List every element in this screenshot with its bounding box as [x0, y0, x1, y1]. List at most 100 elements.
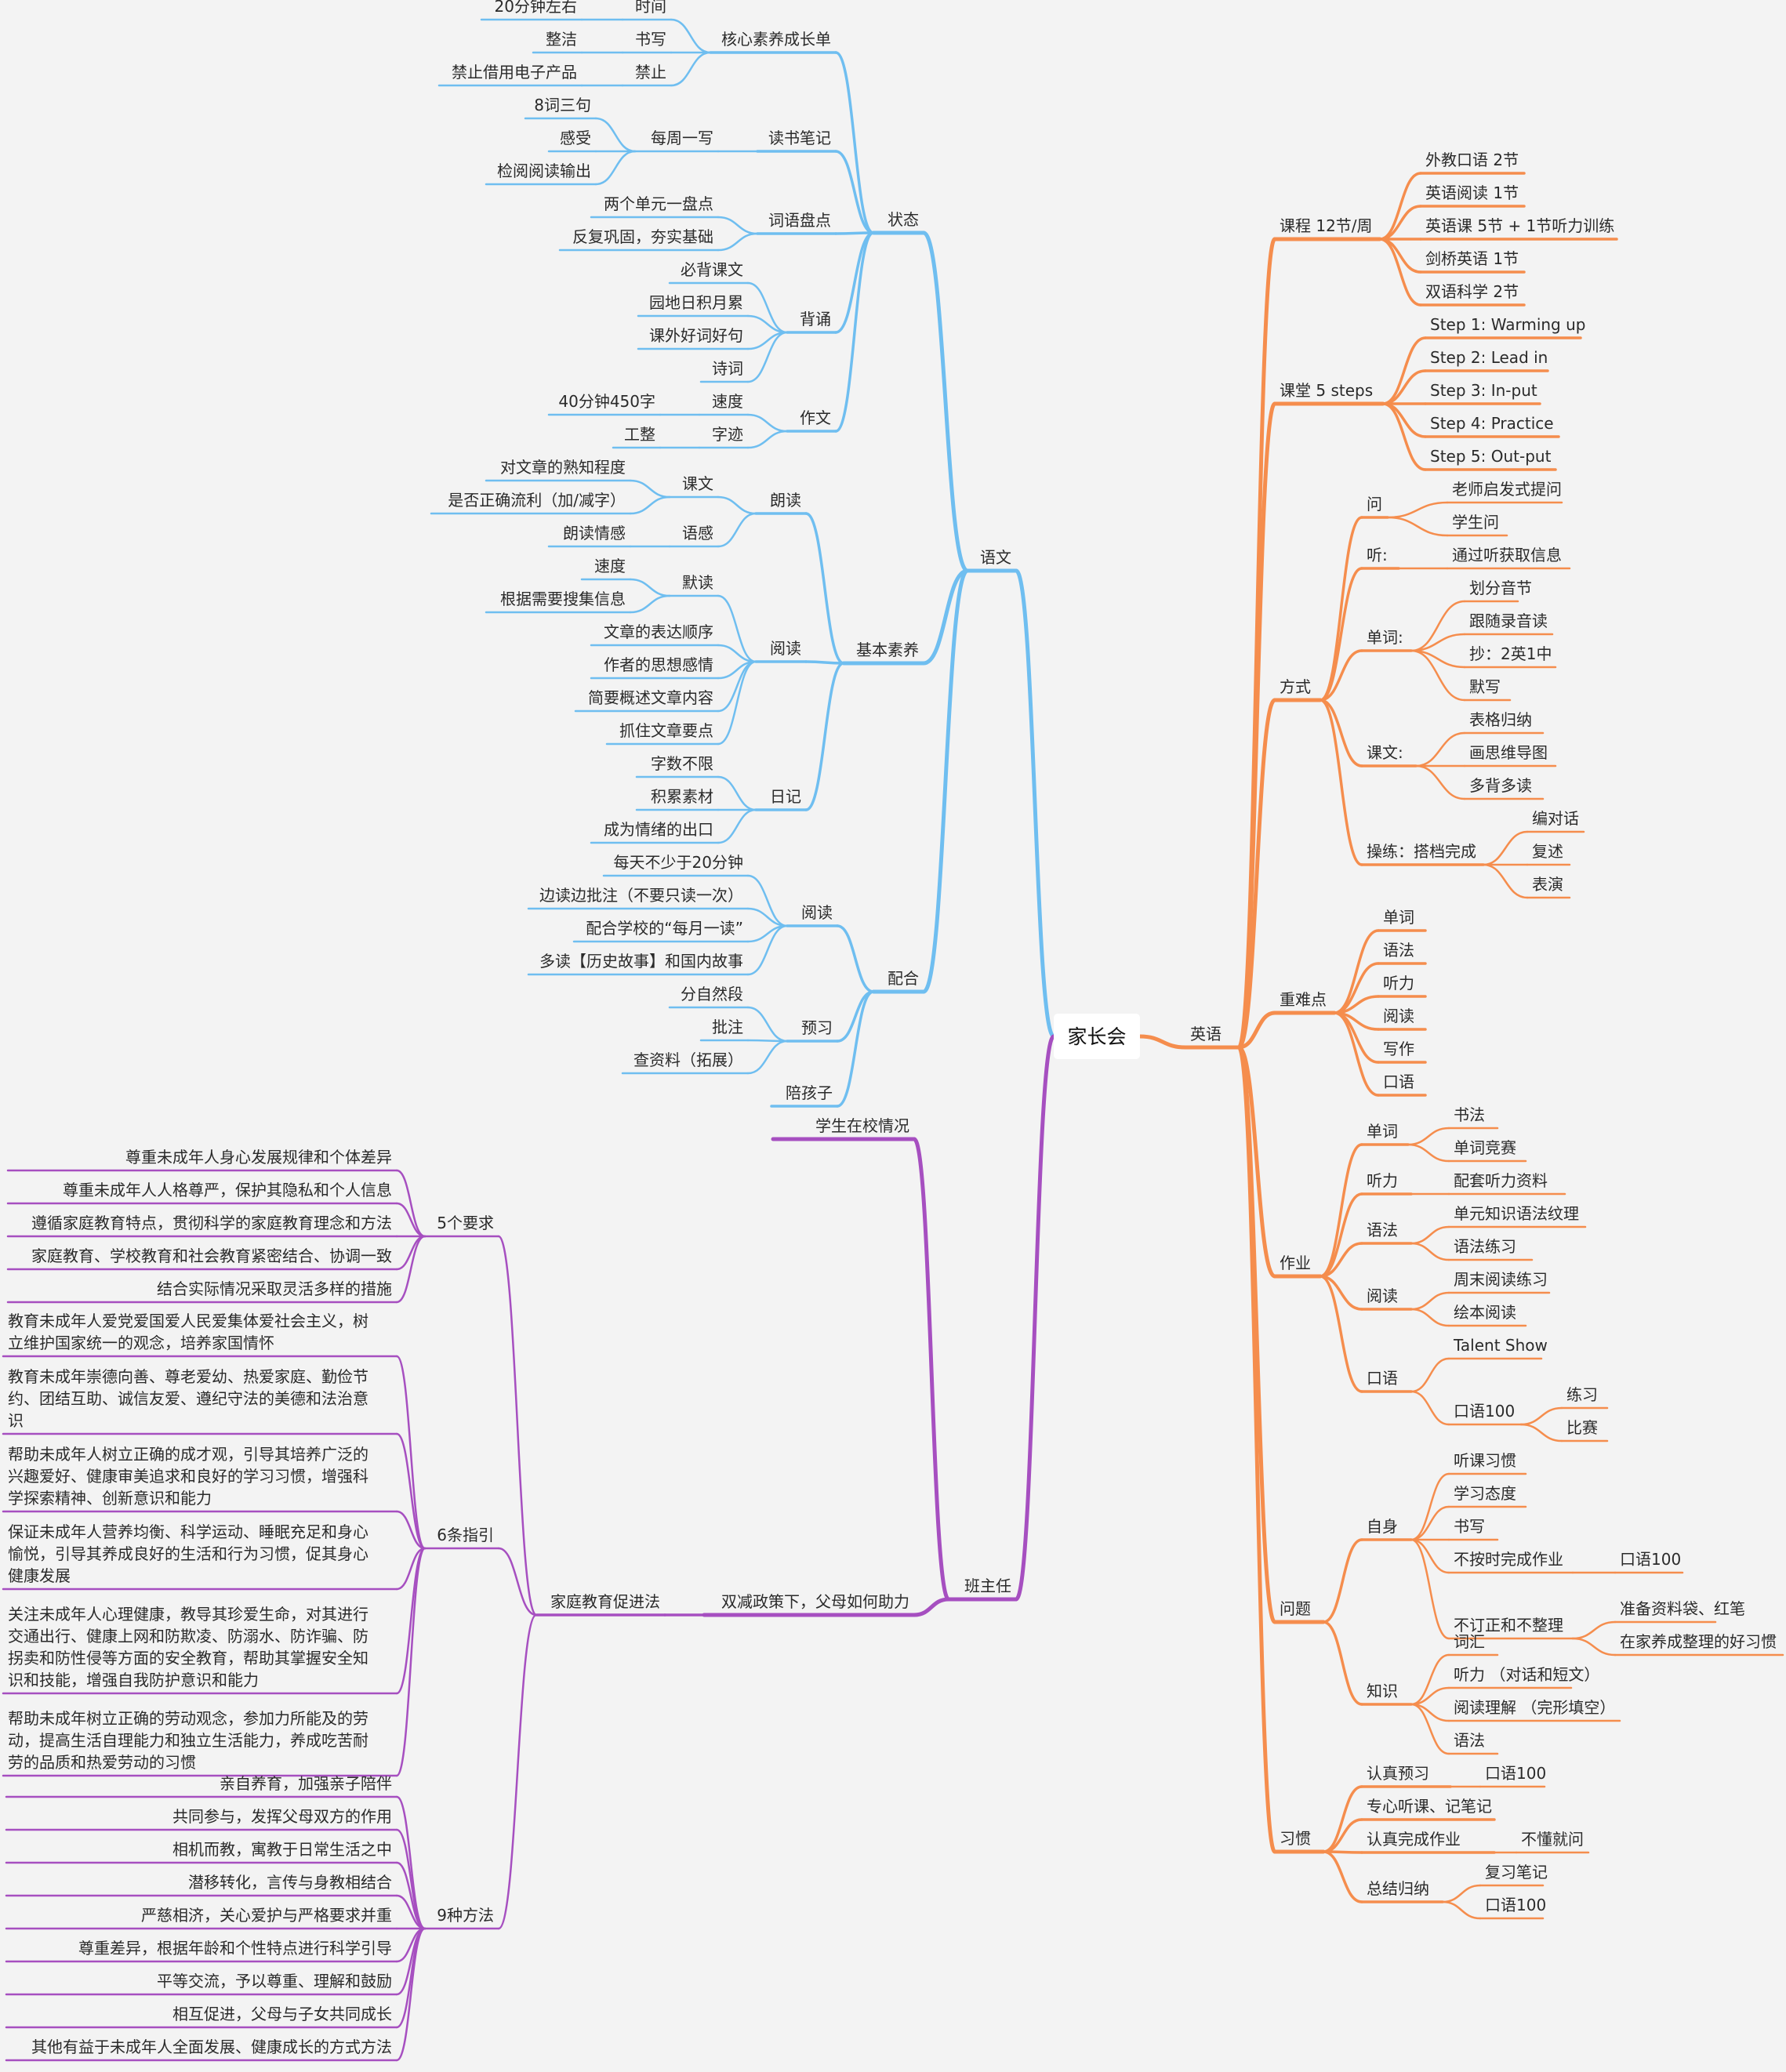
topic-1-1-0-2-4[interactable]: 严慈相济，关心爱护与严格要求并重 [141, 1906, 392, 1925]
topic-0-0-0[interactable]: 核心素养成长单 [721, 30, 831, 49]
topic-2-2-2[interactable]: 单词: [1367, 628, 1403, 647]
topic-2-6-3-1[interactable]: 口语100 [1485, 1896, 1546, 1914]
topic-2-4-3[interactable]: 阅读 [1367, 1286, 1398, 1305]
topic-1-1-0-0-3[interactable]: 家庭教育、学校教育和社会教育紧密结合、协调一致 [31, 1246, 392, 1265]
topic-2-2-0-1[interactable]: 学生问 [1452, 513, 1499, 532]
topic-2-6[interactable]: 习惯 [1280, 1829, 1311, 1848]
topic-0-0-3-1[interactable]: 园地日积月累 [649, 293, 743, 312]
topic-2-5-1-3[interactable]: 语法 [1454, 1731, 1485, 1750]
topic-2-2-3[interactable]: 课文: [1367, 743, 1403, 762]
topic-0-1-2-2[interactable]: 成为情绪的出口 [604, 820, 713, 839]
topic-0-0-4-0-0[interactable]: 40分钟450字 [558, 392, 655, 411]
topic-0-0-0-0-0[interactable]: 20分钟左右 [495, 0, 577, 16]
topic-2-2-0-0[interactable]: 老师启发式提问 [1452, 480, 1562, 499]
topic-0-1-1-2[interactable]: 作者的思想感情 [604, 655, 713, 674]
topic-2-4-3-0[interactable]: 周末阅读练习 [1454, 1270, 1548, 1289]
topic-1-1-0-0-1[interactable]: 尊重未成年人人格尊严，保护其隐私和个人信息 [63, 1181, 392, 1199]
topic-2-4-4[interactable]: 口语 [1367, 1369, 1398, 1388]
topic-0-0-4-1-0[interactable]: 工整 [624, 425, 655, 444]
topic-2-0-0[interactable]: 外教口语 2节 [1425, 151, 1519, 169]
topic-2-4-2-1[interactable]: 语法练习 [1454, 1237, 1516, 1256]
topic-0-1-0-0[interactable]: 课文 [682, 474, 713, 493]
topic-2-2-4[interactable]: 操练：搭档完成 [1367, 842, 1476, 861]
topic-2-2-4-0[interactable]: 编对话 [1532, 809, 1579, 828]
topic-2-5-0[interactable]: 自身 [1367, 1517, 1398, 1536]
topic-0-1-0-0-1[interactable]: 是否正确流利（加/减字） [448, 491, 626, 510]
topic-0-2[interactable]: 配合 [888, 969, 919, 988]
topic-1-1-0-2-8[interactable]: 其他有益于未成年人全面发展、健康成长的方式方法 [31, 2038, 392, 2056]
topic-2-2-4-1[interactable]: 复述 [1532, 842, 1563, 861]
root-topic[interactable]: 家长会 [1054, 1014, 1140, 1059]
topic-1-1-0-2-5[interactable]: 尊重差异，根据年龄和个性特点进行科学引导 [78, 1939, 392, 1958]
topic-2-6-2[interactable]: 认真完成作业 [1367, 1830, 1461, 1849]
topic-2-2-3-2[interactable]: 多背多读 [1469, 776, 1532, 795]
topic-2-4-4-1[interactable]: 口语100 [1454, 1402, 1515, 1421]
topic-0-1-0-0-0[interactable]: 对文章的熟知程度 [500, 458, 626, 477]
topic-2-4-1[interactable]: 听力 [1367, 1171, 1398, 1190]
topic-2-6-0-0[interactable]: 口语100 [1485, 1764, 1546, 1783]
topic-0-0-0-2[interactable]: 禁止 [635, 63, 666, 82]
topic-1-1-0-1-1[interactable]: 教育未成年崇德向善、尊老爱幼、热爱家庭、勤俭节约、团结互助、诚信友爱、遵纪守法的… [8, 1367, 368, 1430]
topic-2-5[interactable]: 问题 [1280, 1599, 1311, 1618]
topic-2-1-3[interactable]: Step 4: Practice [1430, 414, 1554, 433]
topic-2-4-4-1-0[interactable]: 练习 [1566, 1385, 1598, 1404]
topic-2-0-3[interactable]: 剑桥英语 1节 [1425, 249, 1519, 268]
topic-2-5-1-0[interactable]: 词汇 [1454, 1632, 1485, 1651]
topic-2-2-2-3[interactable]: 默写 [1469, 677, 1501, 696]
topic-2-4-3-1[interactable]: 绘本阅读 [1454, 1303, 1516, 1322]
topic-2-6-0[interactable]: 认真预习 [1367, 1764, 1429, 1783]
topic-0-2-0-3[interactable]: 多读【历史故事】和国内故事 [539, 952, 743, 971]
topic-1-1-0[interactable]: 家庭教育促进法 [550, 1592, 660, 1611]
topic-0-0-2-0[interactable]: 两个单元一盘点 [604, 194, 713, 213]
topic-2-5-0-4-0[interactable]: 准备资料袋、红笔 [1620, 1599, 1745, 1618]
topic-1-1[interactable]: 双减政策下，父母如何助力 [721, 1592, 909, 1611]
topic-1-1-0-1-3[interactable]: 保证未成年人营养均衡、科学运动、睡眠充足和身心愉悦，引导其养成良好的生活和行为习… [8, 1522, 368, 1585]
topic-2-0-2[interactable]: 英语课 5节 + 1节听力训练 [1425, 216, 1614, 235]
topic-1-1-0-1-5[interactable]: 帮助未成年树立正确的劳动观念，参加力所能及的劳动，提高生活自理能力和独立生活能力… [8, 1709, 368, 1772]
topic-2-1-4[interactable]: Step 5: Out-put [1430, 447, 1552, 466]
topic-0-0-4[interactable]: 作文 [800, 408, 831, 427]
topic-2-2-1[interactable]: 听: [1367, 546, 1388, 564]
topic-0-0-3[interactable]: 背诵 [800, 310, 831, 328]
topic-2-4-0[interactable]: 单词 [1367, 1122, 1398, 1141]
topic-0-0-2[interactable]: 词语盘点 [768, 211, 831, 230]
topic-2-2-3-0[interactable]: 表格归纳 [1469, 710, 1532, 729]
topic-0-0-3-3[interactable]: 诗词 [712, 359, 743, 378]
topic-1-1-0-0-4[interactable]: 结合实际情况采取灵活多样的措施 [157, 1279, 392, 1298]
topic-2-2-1-0[interactable]: 通过听获取信息 [1452, 546, 1562, 564]
topic-2-5-1[interactable]: 知识 [1367, 1682, 1398, 1700]
topic-2-4-0-1[interactable]: 单词竞赛 [1454, 1138, 1516, 1157]
topic-0-1-1-0[interactable]: 默读 [682, 573, 713, 592]
topic-2-3-1[interactable]: 语法 [1383, 941, 1414, 960]
topic-1-1-0-2-6[interactable]: 平等交流，予以尊重、理解和鼓励 [157, 1972, 392, 1990]
topic-0-0-1[interactable]: 读书笔记 [768, 129, 831, 147]
topic-0-1[interactable]: 基本素养 [856, 640, 919, 659]
topic-0-0-1-0-1[interactable]: 感受 [560, 129, 591, 147]
topic-0-2-1-2[interactable]: 查资料（拓展） [633, 1051, 743, 1069]
topic-0-0-0-2-0[interactable]: 禁止借用电子产品 [452, 63, 577, 82]
topic-1-1-0-1-2[interactable]: 帮助未成年人树立正确的成才观，引导其培养广泛的兴趣爱好、健康审美追求和良好的学习… [8, 1445, 368, 1508]
topic-2-4-4-0[interactable]: Talent Show [1453, 1336, 1548, 1355]
topic-0-1-1-0-0[interactable]: 速度 [594, 557, 626, 575]
topic-2-0-4[interactable]: 双语科学 2节 [1425, 282, 1519, 301]
topic-2-3-3[interactable]: 阅读 [1383, 1007, 1414, 1025]
topic-2-5-0-3[interactable]: 不按时完成作业 [1454, 1550, 1563, 1569]
topic-0-2-0-1[interactable]: 边读边批注（不要只读一次） [539, 886, 743, 905]
topic-1-1-0-1-4[interactable]: 关注未成年人心理健康，教导其珍爱生命，对其进行交通出行、健康上网和防欺凌、防溺水… [8, 1605, 368, 1689]
topic-2-1[interactable]: 课堂 5 steps [1280, 381, 1373, 400]
topic-0-2-1-0[interactable]: 分自然段 [681, 985, 743, 1003]
topic-0-2-0[interactable]: 阅读 [801, 903, 833, 922]
topic-2-2-4-2[interactable]: 表演 [1532, 875, 1563, 894]
topic-2-2-2-1[interactable]: 跟随录音读 [1469, 611, 1548, 630]
topic-0-0-0-1[interactable]: 书写 [635, 30, 666, 49]
topic-2-3-0[interactable]: 单词 [1383, 908, 1414, 927]
topic-1-0[interactable]: 学生在校情况 [815, 1116, 909, 1135]
topic-2-5-0-0[interactable]: 听课习惯 [1454, 1451, 1516, 1470]
topic-2-3-4[interactable]: 写作 [1383, 1040, 1414, 1058]
topic-2-4-2-0[interactable]: 单元知识语法纹理 [1454, 1204, 1579, 1223]
topic-2-2-2-0[interactable]: 划分音节 [1469, 579, 1532, 597]
topic-0-0-1-0-2[interactable]: 检阅阅读输出 [497, 161, 591, 180]
topic-0-1-0-1[interactable]: 语感 [682, 524, 713, 542]
topic-0-2-1[interactable]: 预习 [801, 1018, 833, 1037]
